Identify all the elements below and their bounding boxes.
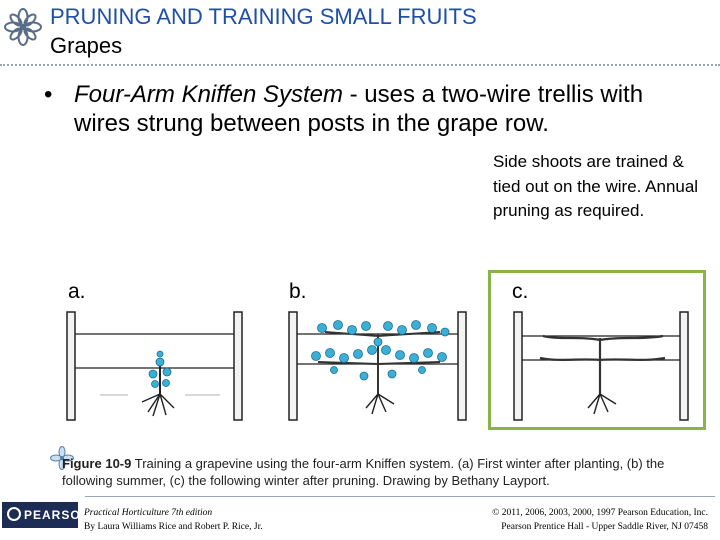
caption-text: Training a grapevine using the four-arm …	[62, 456, 665, 488]
pearson-logo-icon	[7, 507, 21, 521]
bullet-body: - uses a two-wire trellis with wires str…	[74, 81, 644, 137]
highlight-box-panel-c	[488, 270, 706, 430]
panel-a-label: a.	[68, 280, 86, 303]
caption-label: Figure 10-9	[62, 456, 132, 471]
page-subtitle: Grapes	[50, 33, 123, 58]
footer-divider	[85, 496, 715, 497]
pearson-logo-text: PEARSON	[24, 508, 91, 522]
flower-icon	[4, 8, 42, 46]
bullet-marker: •	[44, 81, 53, 108]
book-authors: By Laura Williams Rice and Robert P. Ric…	[84, 522, 263, 532]
panel-b-drawing	[288, 311, 467, 421]
bullet-emphasis: Four-Arm Kniffen System	[74, 81, 343, 108]
copyright-line: © 2011, 2006, 2003, 2000, 1997 Pearson E…	[492, 508, 708, 518]
book-credit: Practical Horticulture 7th edition By La…	[84, 506, 263, 534]
page-title: PRUNING AND TRAINING SMALL FRUITS	[50, 4, 477, 29]
copyright-notice: © 2011, 2006, 2003, 2000, 1997 Pearson E…	[492, 506, 708, 534]
small-flower-icon	[50, 446, 74, 470]
panel-b-label: b.	[289, 280, 307, 303]
panel-a-drawing	[66, 311, 243, 421]
panel-c-label: c.	[512, 280, 529, 303]
panel-c-drawing	[513, 311, 689, 421]
title-divider	[0, 64, 720, 66]
footer: PEARSON Practical Horticulture 7th editi…	[0, 496, 720, 540]
figure-caption: Figure 10-9 Training a grapevine using t…	[62, 455, 702, 489]
publisher-line: Pearson Prentice Hall - Upper Saddle Riv…	[501, 522, 708, 532]
pearson-logo: PEARSON	[2, 502, 89, 528]
bullet-text: Four-Arm Kniffen System - uses a two-wir…	[74, 80, 694, 138]
side-note: Side shoots are trained & tied out on th…	[493, 152, 699, 220]
trellis-figure	[66, 311, 689, 421]
book-title: Practical Horticulture 7th edition	[84, 508, 213, 518]
